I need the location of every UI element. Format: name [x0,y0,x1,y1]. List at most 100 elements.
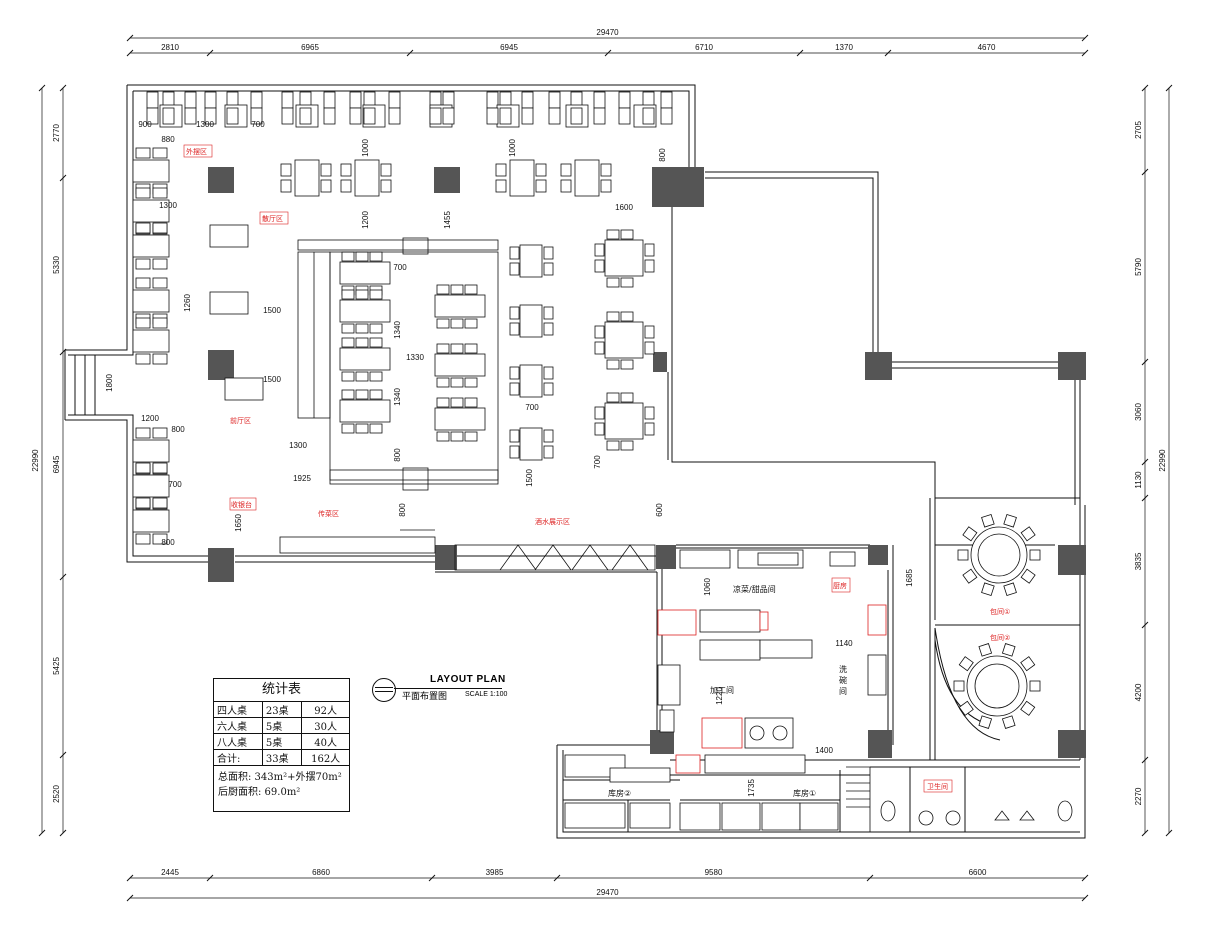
dim-internal: 1300 [196,120,214,129]
chair [369,389,383,400]
chair [349,91,362,109]
chair [981,513,995,528]
chair [341,323,355,334]
dim-internal: 1000 [361,139,370,157]
dim-right-segment: 4200 [1134,683,1143,701]
chair [957,549,969,561]
chair [486,107,499,125]
chair [363,107,376,125]
chair [152,222,168,234]
chair [204,107,217,125]
chair [978,715,993,729]
dim-top-segment: 4670 [978,43,996,52]
dim-right-segment: 3835 [1134,552,1143,570]
chair [606,359,620,370]
column [435,545,457,570]
dining-table [604,239,644,277]
chair [450,343,464,354]
chair [509,246,520,260]
chair [644,341,655,355]
chair [152,353,168,365]
chair [644,422,655,436]
chair [594,422,605,436]
column [653,352,667,372]
scale-label: SCALE 1:100 [465,691,508,698]
dim-right-segment: 3060 [1134,403,1143,421]
dim-right-total: 22990 [1158,449,1167,472]
chair [594,243,605,257]
chair [464,284,478,295]
chair [620,277,634,288]
chair [509,445,520,459]
dim-top-segment: 6945 [500,43,518,52]
dim-internal: 700 [525,403,539,412]
chair [341,371,355,382]
column [208,548,234,582]
dining-table [339,261,391,285]
plan-symbol-icon [372,678,396,702]
chair [355,371,369,382]
dining-table [434,407,486,431]
chair [594,259,605,273]
chair [509,262,520,276]
dim-internal: 1300 [159,201,177,210]
dim-bottom-segment: 6600 [969,868,987,877]
chair [548,107,561,125]
chair [320,163,332,177]
dim-bottom-segment: 3985 [486,868,504,877]
chair [341,337,355,348]
chair [464,343,478,354]
chair [1020,700,1036,716]
dim-bottom-segment: 9580 [705,868,723,877]
chair [152,147,168,159]
dim-right-segment: 2270 [1134,787,1143,805]
dim-left-segment: 5425 [52,657,61,675]
table-cell: 5桌 [262,717,303,734]
dining-table [574,159,600,197]
cold-room-label: 凉菜/甜品间 [733,584,776,594]
chair [442,107,455,125]
dining-table [339,399,391,423]
chair [135,187,151,199]
chair [521,91,534,109]
area-total: 总面积: 343m²+外摆70m² [218,772,342,783]
dining-table [132,289,170,313]
dim-internal: 800 [171,425,185,434]
dining-table [132,234,170,258]
dim-bottom-segment: 2445 [161,868,179,877]
chair [560,163,572,177]
chair [152,317,168,329]
chair [953,680,965,692]
chair [250,107,263,125]
chair [958,656,974,672]
dim-internal: 700 [593,455,602,469]
chair [543,382,554,396]
chair [281,107,294,125]
room-labels: 凉菜/甜品间 加工间 洗 碗 间 库房② 库房① [608,584,847,798]
chair [299,107,312,125]
chair [981,582,995,597]
dim-internal: 1060 [703,578,712,596]
dim-internal: 1500 [263,375,281,384]
column [868,545,888,565]
zone-entrance-label: 前厅区 [230,416,251,425]
chair [1003,582,1017,597]
chair [618,91,631,109]
dimension-lines [41,37,1170,899]
chair [184,91,197,109]
dining-table [209,291,249,315]
chair [499,107,512,125]
dim-right-segment: 2705 [1134,121,1143,139]
chair [281,91,294,109]
chair [620,359,634,370]
chair [958,700,974,716]
chair [543,322,554,336]
dim-internal: 1685 [905,569,914,587]
round-table-2 [966,655,1028,717]
dim-internal: 700 [251,120,265,129]
chair [146,91,159,109]
column [1058,352,1086,380]
display-shelf [571,544,609,571]
table-cell: 八人桌 [214,733,263,750]
